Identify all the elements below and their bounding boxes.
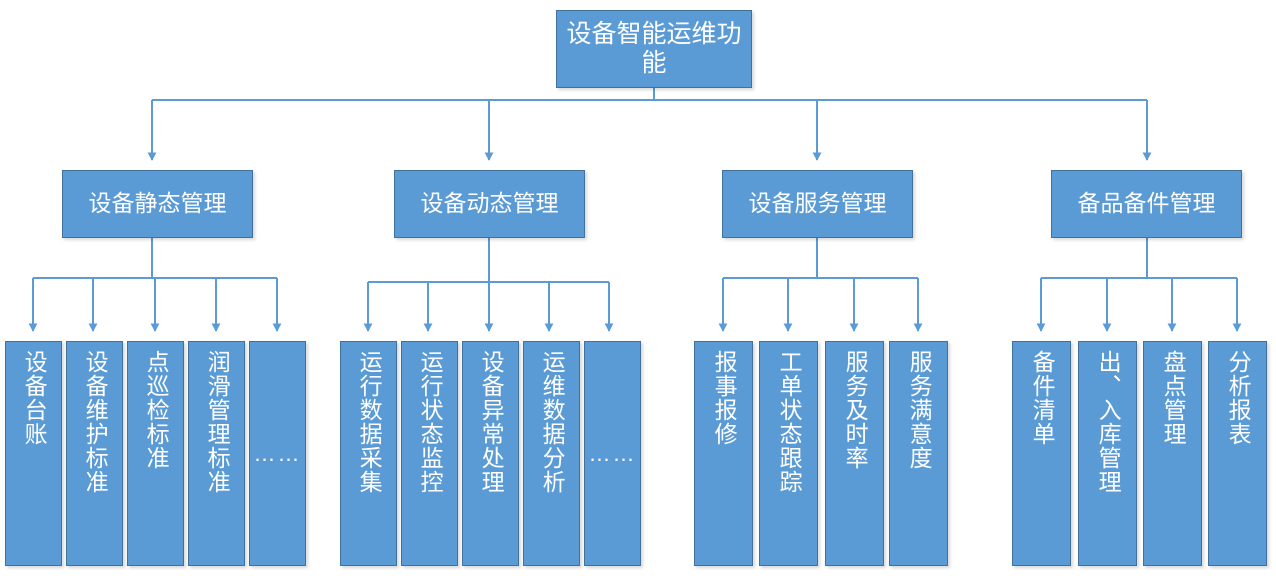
leaf-node-4-1-label: 备件清单 — [1029, 350, 1056, 446]
leaf-node-1-4-label: 润滑管理标准 — [204, 350, 231, 494]
leaf-node-2-2-label: 运行状态监控 — [417, 350, 444, 494]
leaf-node-3-3[interactable]: 服务及时率 — [825, 341, 884, 566]
leaf-node-1-4[interactable]: 润滑管理标准 — [188, 341, 245, 566]
leaf-node-3-2[interactable]: 工单状态跟踪 — [759, 341, 818, 566]
branch-node-2-label: 设备动态管理 — [420, 190, 559, 217]
leaf-node-2-5-label: …… — [588, 440, 637, 466]
leaf-node-2-3-label: 设备异常处理 — [478, 350, 505, 494]
leaf-node-3-4-label: 服务满意度 — [906, 350, 933, 470]
leaf-node-4-4[interactable]: 分析报表 — [1208, 341, 1267, 566]
leaf-node-2-1[interactable]: 运行数据采集 — [340, 341, 397, 566]
leaf-node-1-3-label: 点巡检标准 — [143, 350, 170, 470]
leaf-node-2-5[interactable]: …… — [584, 341, 641, 566]
branch-node-1-label: 设备静态管理 — [88, 190, 227, 217]
branch-node-4[interactable]: 备品备件管理 — [1051, 170, 1242, 238]
leaf-node-3-1-label: 报事报修 — [711, 350, 738, 446]
branch-node-4-label: 备品备件管理 — [1077, 190, 1216, 217]
leaf-node-4-4-label: 分析报表 — [1225, 350, 1252, 446]
branch-node-2[interactable]: 设备动态管理 — [394, 170, 585, 238]
leaf-node-4-1[interactable]: 备件清单 — [1012, 341, 1071, 566]
leaf-node-1-2[interactable]: 设备维护标准 — [66, 341, 123, 566]
branch-node-3[interactable]: 设备服务管理 — [722, 170, 913, 238]
leaf-node-3-3-label: 服务及时率 — [842, 350, 869, 470]
leaf-node-4-2-label: 出、入库管理 — [1095, 350, 1122, 494]
leaf-node-1-5[interactable]: …… — [249, 341, 306, 566]
leaf-node-2-4-label: 运维数据分析 — [539, 350, 566, 494]
leaf-node-4-3-label: 盘点管理 — [1160, 350, 1187, 446]
leaf-node-4-3[interactable]: 盘点管理 — [1143, 341, 1202, 566]
leaf-node-2-4[interactable]: 运维数据分析 — [523, 341, 580, 566]
leaf-node-2-2[interactable]: 运行状态监控 — [401, 341, 458, 566]
leaf-node-1-3[interactable]: 点巡检标准 — [127, 341, 184, 566]
leaf-node-4-2[interactable]: 出、入库管理 — [1078, 341, 1137, 566]
leaf-node-1-5-label: …… — [253, 440, 302, 466]
leaf-node-1-1-label: 设备台账 — [21, 350, 48, 446]
leaf-node-2-1-label: 运行数据采集 — [356, 350, 383, 494]
leaf-node-1-1[interactable]: 设备台账 — [5, 341, 62, 566]
leaf-node-3-4[interactable]: 服务满意度 — [889, 341, 948, 566]
root-node[interactable]: 设备智能运维功能 — [556, 10, 752, 88]
leaf-node-3-2-label: 工单状态跟踪 — [776, 350, 803, 494]
root-node-label: 设备智能运维功能 — [566, 19, 742, 78]
leaf-node-2-3[interactable]: 设备异常处理 — [462, 341, 519, 566]
branch-node-1[interactable]: 设备静态管理 — [62, 170, 253, 238]
branch-node-3-label: 设备服务管理 — [748, 190, 887, 217]
leaf-node-1-2-label: 设备维护标准 — [82, 350, 109, 494]
leaf-node-3-1[interactable]: 报事报修 — [694, 341, 753, 566]
